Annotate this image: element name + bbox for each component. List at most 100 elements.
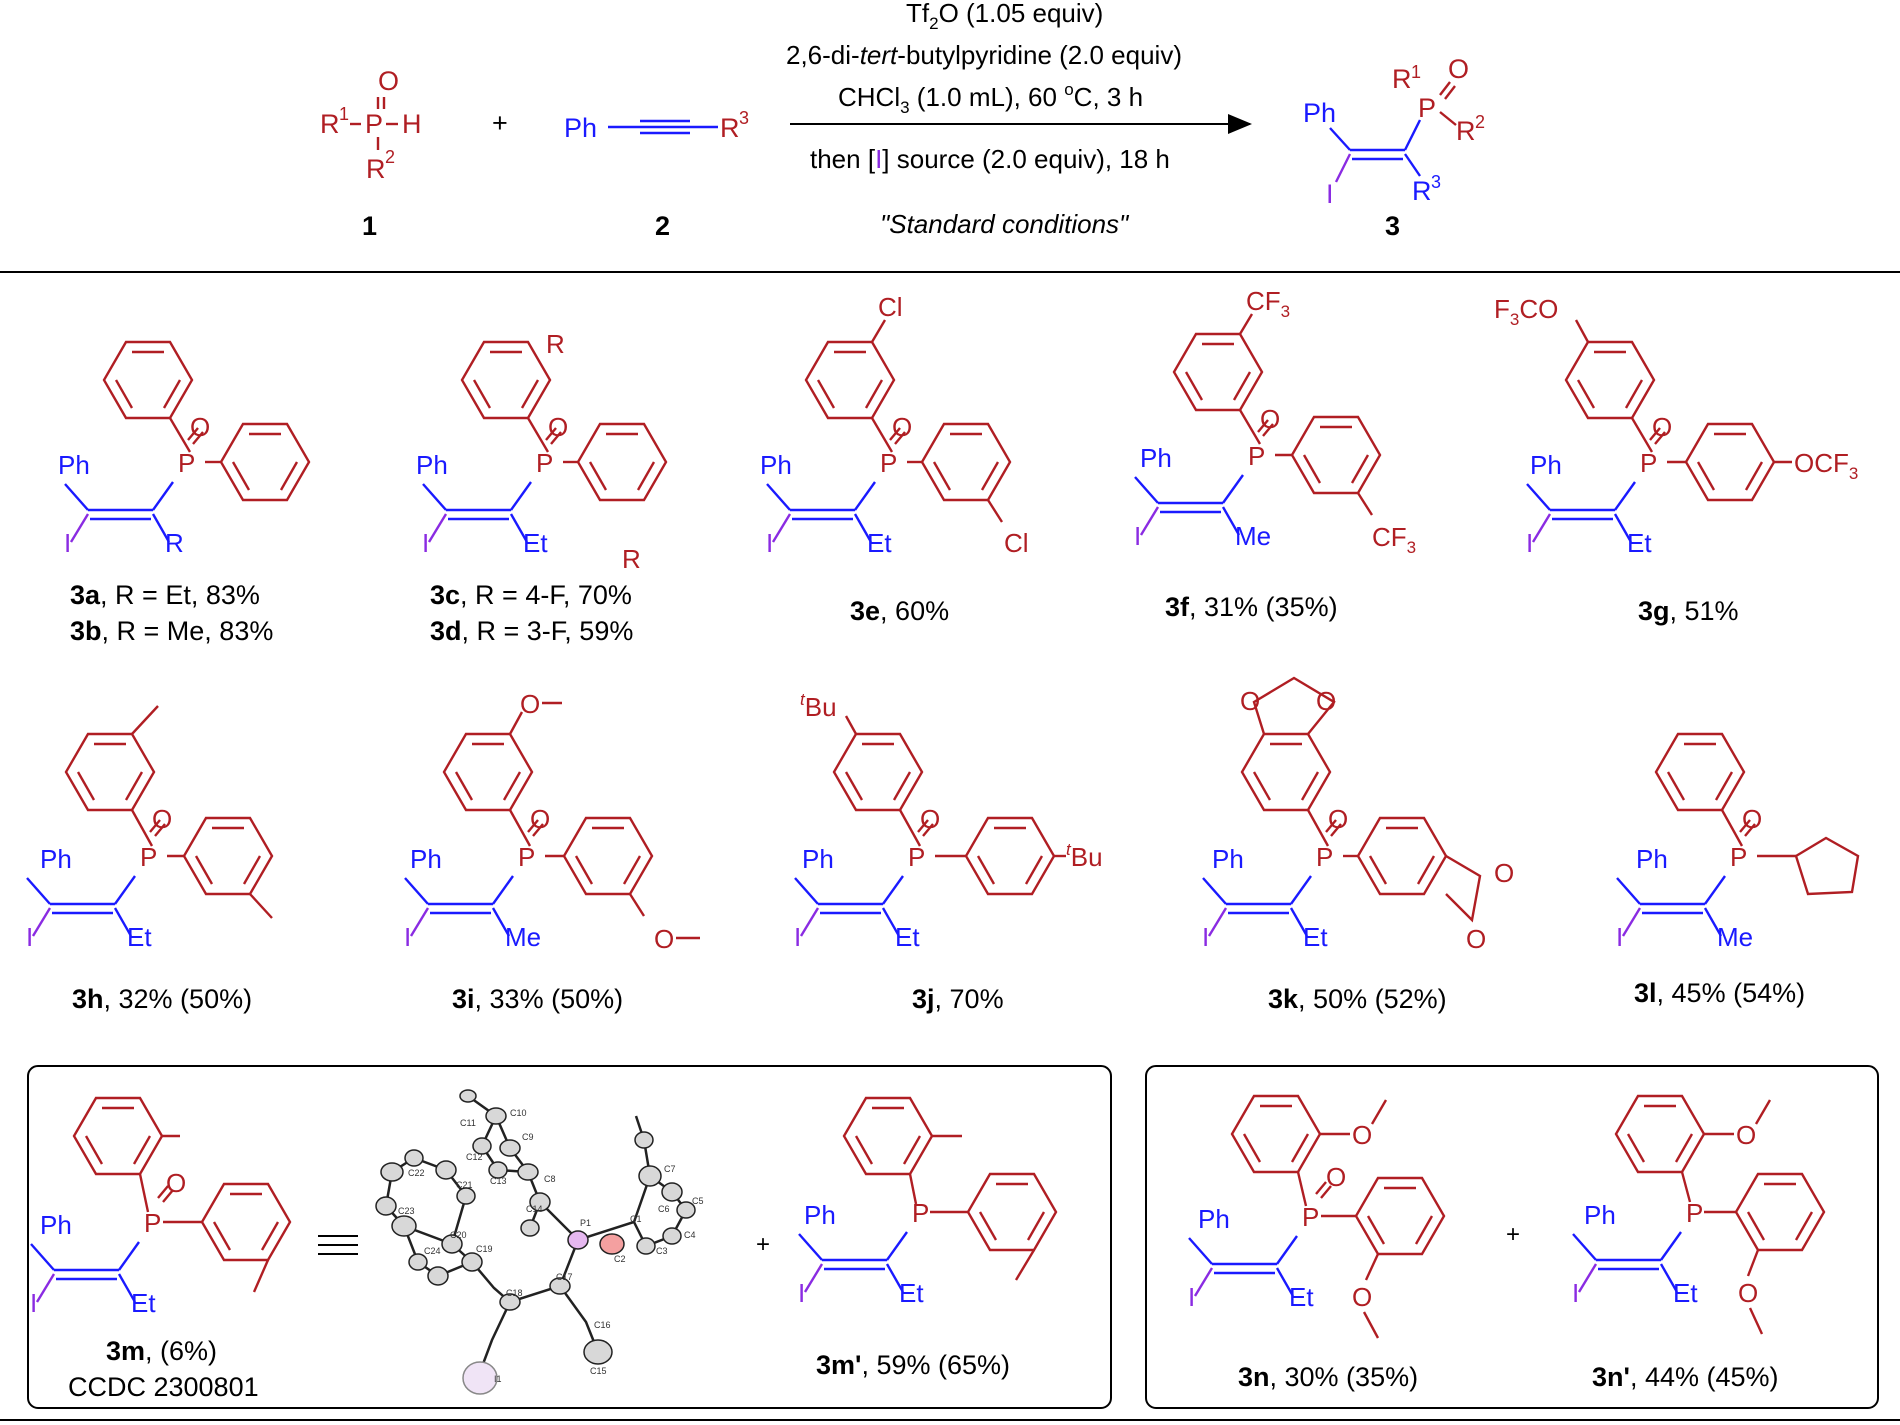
3g-et: Et <box>1627 528 1652 558</box>
3m-ph: Ph <box>40 1210 72 1240</box>
reagent1-r2-sup: 2 <box>385 147 395 167</box>
3k-o: O <box>1328 804 1348 834</box>
svg-text:C2: C2 <box>614 1254 626 1264</box>
product-r1-sup: 1 <box>1411 62 1421 82</box>
3j-p: P <box>908 842 925 872</box>
svg-text:then [I] source (2.0 equiv), 1: then [I] source (2.0 equiv), 18 h <box>810 144 1170 174</box>
3k-et: Et <box>1303 922 1328 952</box>
svg-text:C12: C12 <box>466 1152 483 1162</box>
svg-text:C17: C17 <box>556 1272 573 1282</box>
reagent2-r3: R <box>720 113 740 143</box>
3l-i: I <box>1616 922 1623 952</box>
3ab-o: O <box>190 412 210 442</box>
svg-text:C6: C6 <box>658 1204 670 1214</box>
svg-text:3h, 32% (50%): 3h, 32% (50%) <box>72 984 252 1014</box>
svg-text:C24: C24 <box>424 1246 441 1256</box>
svg-text:3n', 44% (45%): 3n', 44% (45%) <box>1592 1362 1779 1392</box>
svg-text:3g, 51%: 3g, 51% <box>1638 596 1739 626</box>
3n-o-methoxy-1: O <box>1352 1120 1372 1150</box>
3np-text: , 44% (45%) <box>1630 1362 1779 1392</box>
3g-ocf3: OCF <box>1794 448 1849 478</box>
3i-text: , 33% (50%) <box>475 984 624 1014</box>
3j-t-top: t <box>800 690 806 709</box>
product-r2-sup: 2 <box>1475 112 1485 132</box>
3e-text: , 60% <box>880 596 949 626</box>
svg-text:C18: C18 <box>506 1288 523 1298</box>
cond-tf-sub: 2 <box>929 14 938 33</box>
product-r3-sup: 3 <box>1431 172 1441 192</box>
3n-p: P <box>1302 1202 1319 1232</box>
compound-3n-prime: O O P Ph I Et 3n', 44% (45%) <box>1571 1094 1826 1392</box>
reaction-conditions: Tf2O (1.05 equiv) 2,6-di-tert-butylpyrid… <box>786 0 1252 239</box>
3e-cl-top: Cl <box>878 292 903 322</box>
3cd-et: Et <box>523 528 548 558</box>
3g-f3co-3: 3 <box>1510 310 1519 329</box>
product-r3: R <box>1412 176 1432 206</box>
svg-text:C21: C21 <box>456 1180 473 1190</box>
reagent1-h: H <box>402 109 422 139</box>
svg-text:tBu: tBu <box>1066 840 1103 872</box>
3f-cf3-right: CF <box>1372 522 1407 552</box>
svg-text:3b, R = Me, 83%: 3b, R = Me, 83% <box>70 616 273 646</box>
3k-bold: 3k <box>1268 984 1299 1014</box>
compound-3i: O O O P Ph I Me 3i, 33% (50%) <box>403 689 700 1014</box>
cond-line2-a: 2,6-di- <box>786 40 860 70</box>
reagent2-ph: Ph <box>564 113 597 143</box>
3f-text: , 31% (35%) <box>1189 592 1338 622</box>
3j-i: I <box>794 922 801 952</box>
cond-line3-a: CHCl <box>838 82 900 112</box>
3cd-r-top: R <box>546 329 565 359</box>
3k-o-4: O <box>1466 924 1486 954</box>
svg-text:3n, 30% (35%): 3n, 30% (35%) <box>1238 1362 1418 1392</box>
cond-line2-b: -butylpyridine (2.0 equiv) <box>897 40 1182 70</box>
svg-text:CF3: CF3 <box>1372 522 1416 557</box>
3g-i: I <box>1526 528 1533 558</box>
svg-text:3d, R = 3-F, 59%: 3d, R = 3-F, 59% <box>430 616 633 646</box>
compound-3f: CF3 CF3 O P Ph I Me 3f, 31% (35%) <box>1133 286 1416 622</box>
svg-text:C14: C14 <box>526 1204 543 1214</box>
3l-p: P <box>1730 842 1747 872</box>
3g-text: , 51% <box>1670 596 1739 626</box>
reagent2-r3-sup: 3 <box>739 108 749 128</box>
3m-o: O <box>166 1168 186 1198</box>
3n-ph: Ph <box>1198 1204 1230 1234</box>
plus-sign-3m: + <box>756 1231 770 1258</box>
3mp-text: , 59% (65%) <box>861 1350 1010 1380</box>
svg-text:C8: C8 <box>544 1174 556 1184</box>
3k-o-1: O <box>1240 686 1260 716</box>
reagent1-r1-sup: 1 <box>339 104 349 124</box>
svg-text:C16: C16 <box>594 1320 611 1330</box>
3b-bold: 3b <box>70 616 102 646</box>
svg-text:C20: C20 <box>450 1230 467 1240</box>
3d-text: , R = 3-F, 59% <box>462 616 634 646</box>
3l-o: O <box>1742 804 1762 834</box>
cond-standard: "Standard conditions" <box>880 209 1130 239</box>
product-r1: R <box>1392 64 1412 94</box>
3k-text: , 50% (52%) <box>1298 984 1447 1014</box>
3h-p: P <box>140 842 157 872</box>
3m-text: , (6%) <box>145 1336 217 1366</box>
svg-text:C19: C19 <box>476 1244 493 1254</box>
compound-3l: O P Ph I Me 3l, 45% (54%) <box>1615 732 1860 1008</box>
product-3: Ph I R 3 P R 1 O R 2 3 <box>1303 54 1485 241</box>
3l-bold: 3l <box>1634 978 1657 1008</box>
3np-bold: 3n' <box>1592 1362 1630 1392</box>
compound-3k: O O O O O P Ph I Et 3k, 50% (52%) <box>1201 676 1514 1014</box>
3h-ph: Ph <box>40 844 72 874</box>
svg-text:CF3: CF3 <box>1246 286 1290 321</box>
3mp-i: I <box>798 1278 805 1308</box>
3ab-ph: Ph <box>58 450 90 480</box>
cond-line4-i: I <box>875 144 882 174</box>
3k-o-2: O <box>1316 686 1336 716</box>
svg-text:C22: C22 <box>408 1168 425 1178</box>
svg-text:3i, 33% (50%): 3i, 33% (50%) <box>452 984 623 1014</box>
cond-line2-it: tert <box>860 40 899 70</box>
3k-i: I <box>1202 922 1209 952</box>
svg-text:C7: C7 <box>664 1164 676 1174</box>
3g-ocf3-sub: 3 <box>1849 464 1858 483</box>
reagent1-number: 1 <box>362 211 377 241</box>
svg-text:Tf2O (1.05 equiv): Tf2O (1.05 equiv) <box>906 0 1103 33</box>
3h-et: Et <box>127 922 152 952</box>
cond-tf: Tf <box>906 0 930 28</box>
box-3n <box>1145 1065 1879 1409</box>
